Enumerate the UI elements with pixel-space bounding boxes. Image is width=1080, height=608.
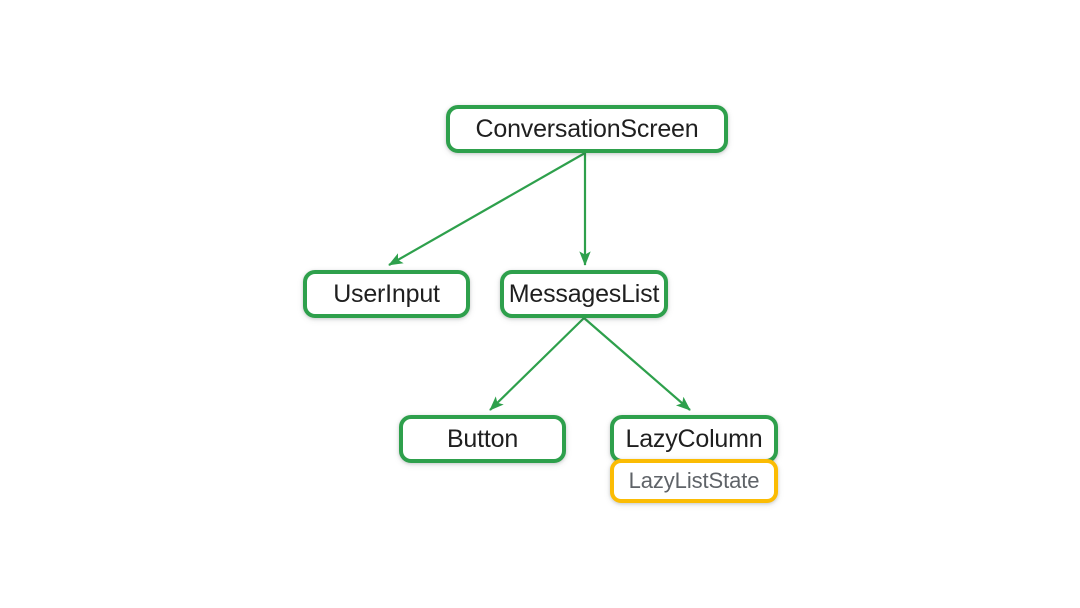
node-messageslist[interactable]: MessagesList (500, 270, 668, 318)
node-conversationscreen[interactable]: ConversationScreen (446, 105, 728, 153)
node-lazycolumn[interactable]: LazyColumn (610, 415, 778, 463)
node-label: LazyColumn (625, 424, 763, 453)
node-label: ConversationScreen (475, 114, 699, 143)
node-label: LazyListState (628, 468, 760, 493)
node-label: Button (446, 424, 519, 453)
node-label: MessagesList (508, 279, 660, 308)
edge-messageslist-lazycolumn (583, 317, 691, 411)
edge-conversationscreen-userinput (388, 152, 586, 266)
node-button[interactable]: Button (399, 415, 566, 463)
node-lazyliststate[interactable]: LazyListState (610, 459, 778, 503)
node-label: UserInput (333, 279, 440, 308)
node-userinput[interactable]: UserInput (303, 270, 470, 318)
edge-messageslist-button (489, 317, 585, 411)
